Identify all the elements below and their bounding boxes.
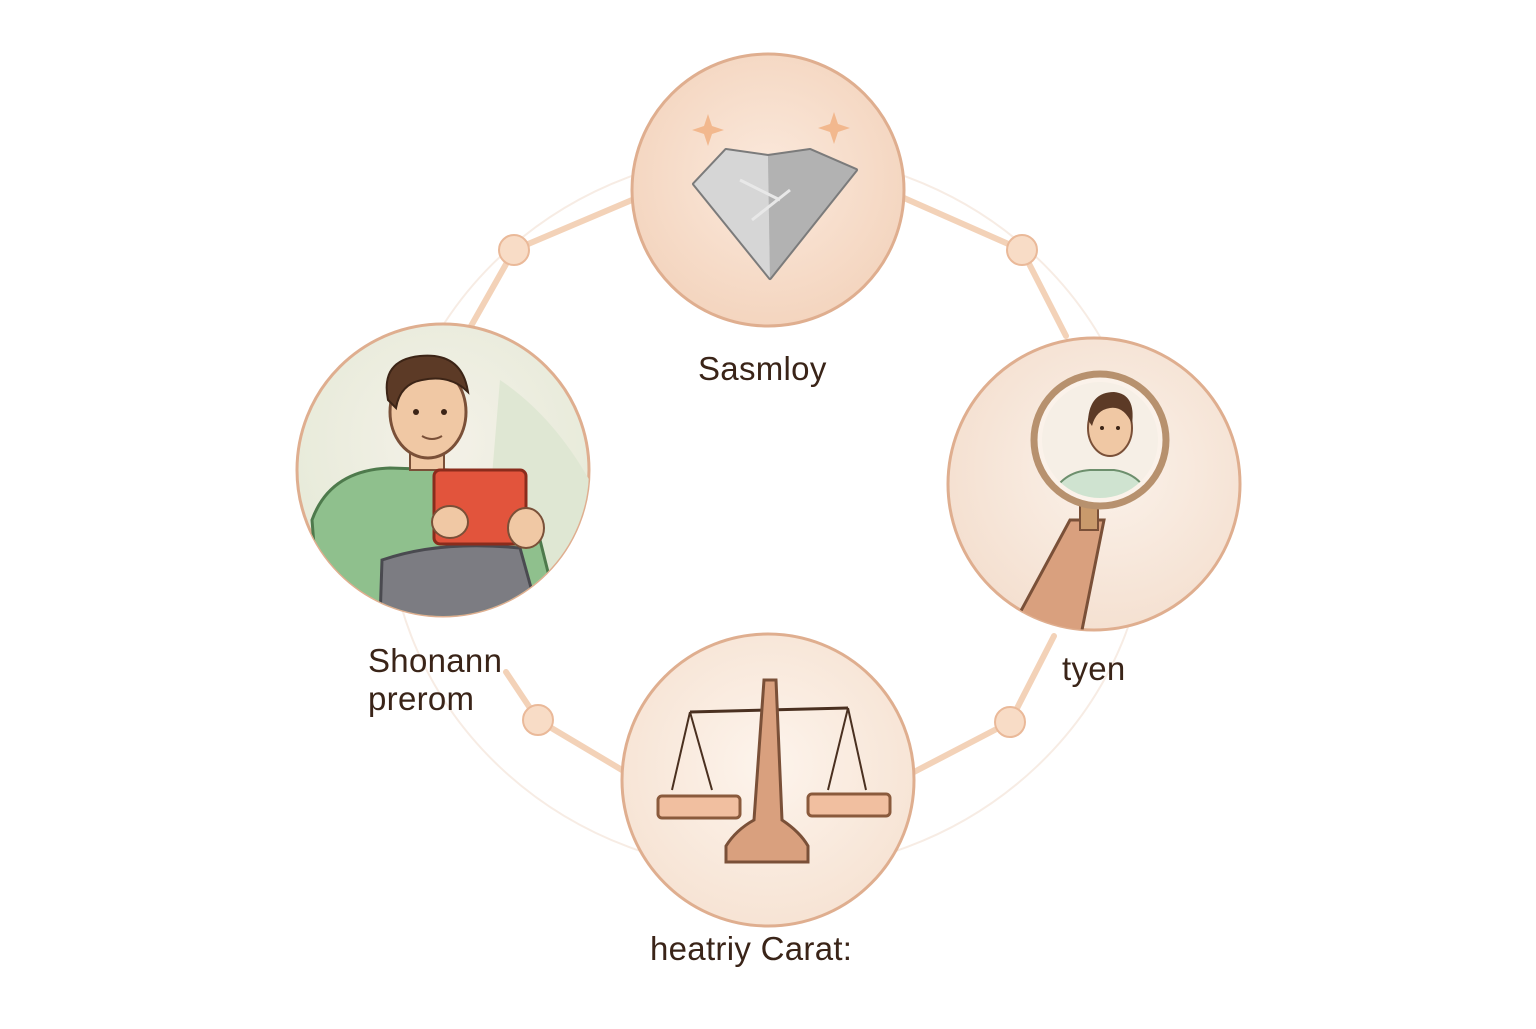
- node-bottom: [620, 632, 916, 928]
- connector-dot-top-right: [1006, 234, 1038, 266]
- node-top: [630, 52, 906, 328]
- node-left: [295, 322, 591, 618]
- node-label-top-text: Sasmloy: [698, 350, 827, 387]
- balance-scale-icon: [656, 678, 892, 864]
- node-label-left-line-1: Shonann: [368, 642, 503, 679]
- person-reading-tablet-icon: [310, 354, 589, 616]
- node-label-right: tyen: [1062, 650, 1126, 688]
- hand-mirror-icon: [1013, 370, 1170, 630]
- diamond-icon: [692, 148, 858, 280]
- connector-top-left-a: [511, 197, 635, 253]
- node-label-bottom: heatriy Carat:: [650, 930, 852, 968]
- sparkle-icon: [692, 112, 850, 146]
- node-label-left: Shonann prerom: [368, 642, 502, 718]
- connector-right-bottom-b: [911, 719, 1013, 775]
- node-label-right-text: tyen: [1062, 650, 1126, 687]
- node-label-left-line-2: prerom: [368, 680, 475, 717]
- connector-left-bottom-b: [535, 717, 625, 773]
- connector-right-bottom-a: [1007, 633, 1057, 725]
- connector-dot-bottom-right: [994, 706, 1026, 738]
- connector-top-right-a: [901, 195, 1025, 253]
- node-label-top: Sasmloy: [698, 350, 827, 388]
- connector-dots: [498, 234, 1038, 738]
- node-right: [946, 336, 1242, 632]
- node-label-bottom-text: heatriy Carat:: [650, 930, 853, 967]
- connector-dot-top-left: [498, 234, 530, 266]
- connector-top-right-b: [1019, 247, 1069, 339]
- connector-dot-bottom-left: [522, 704, 554, 736]
